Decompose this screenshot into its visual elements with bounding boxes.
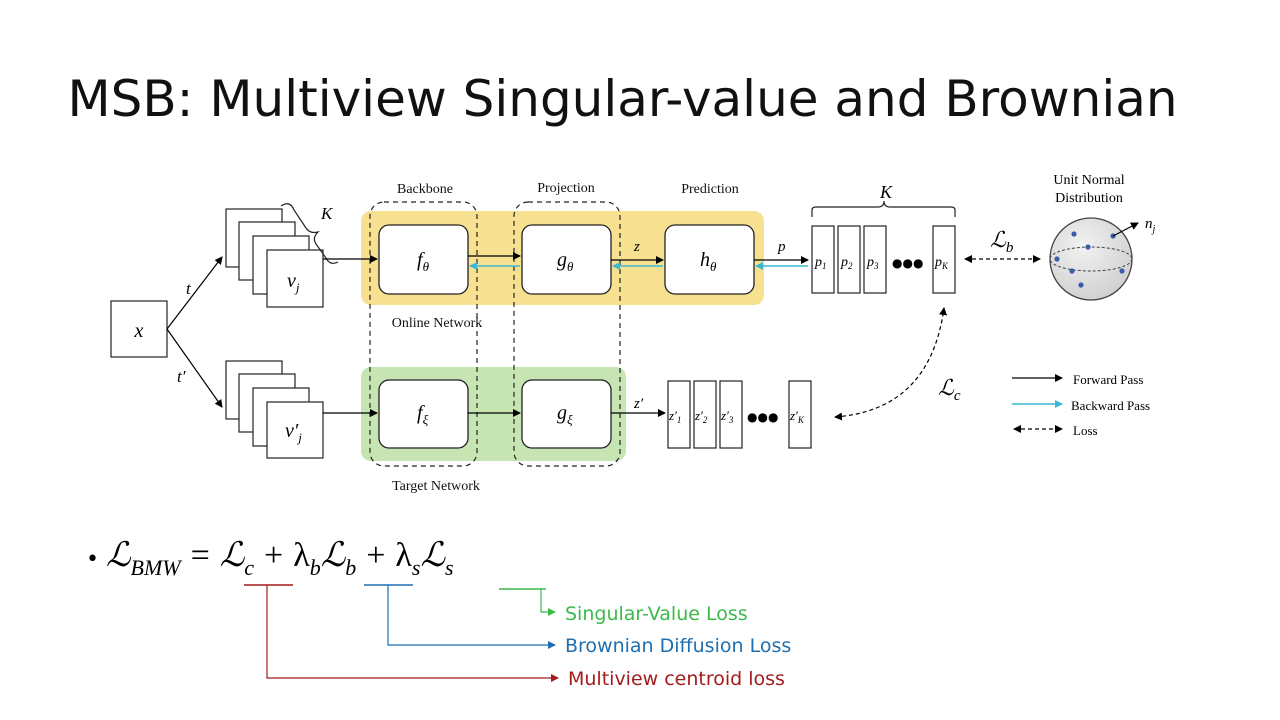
p-vector-3 (863, 225, 887, 294)
p-vector-3-label: p3 (866, 255, 879, 271)
sphere-title-line1: Unit Normal (1053, 173, 1124, 188)
z-vector-1 (667, 380, 691, 449)
brace-k-right-label: K (879, 182, 893, 202)
g-xi-label: gξ (557, 402, 573, 427)
unit-sphere (1049, 217, 1133, 301)
zp-label: z′ (633, 396, 644, 412)
slide-title: MSB: Multiview Singular-value and Browni… (67, 70, 1178, 128)
connector-singular (540, 589, 556, 616)
p-vector-1 (811, 225, 835, 294)
annotation-centroid: Multiview centroid loss (568, 668, 785, 690)
sphere-n-arrow (1112, 222, 1139, 237)
z-vector-k (788, 380, 812, 449)
backbone-frame (369, 201, 478, 467)
view-online-label: vj (287, 270, 300, 295)
p-vector-k-label: pK (934, 255, 949, 271)
aug-tp-arrow (166, 328, 223, 408)
loss-c-arrow (834, 307, 948, 421)
legend-backward-label: Backward Pass (1071, 398, 1150, 413)
section-backbone-label: Backbone (397, 182, 453, 197)
connector-centroid (266, 585, 559, 682)
target-network-label: Target Network (392, 479, 480, 494)
p-vector-2 (837, 225, 861, 294)
section-prediction-label: Prediction (681, 182, 739, 197)
sphere-title-line2: Distribution (1055, 191, 1123, 206)
connector-brownian (387, 585, 556, 649)
f-theta-block (378, 224, 469, 295)
sphere-n-label: nj (1145, 216, 1156, 235)
g-xi-block (521, 379, 612, 449)
p-ellipsis: ●●● (892, 256, 923, 270)
g-theta-label: gθ (557, 249, 574, 274)
aug-t-arrow (166, 256, 223, 330)
z-vector-group (667, 380, 812, 449)
aug-tp-label: t′ (177, 367, 186, 386)
online-network-label: Online Network (392, 316, 483, 331)
annotation-singular: Singular-Value Loss (565, 603, 748, 625)
f-xi-label: fξ (417, 402, 429, 427)
z-ellipsis: ●●● (747, 410, 778, 424)
legend-loss-label: Loss (1073, 423, 1098, 438)
loss-c-label: ℒc (938, 375, 961, 404)
z-vector-k-label: z′K (789, 408, 805, 425)
brace-k-left (280, 203, 339, 264)
equation-bullet: • (86, 547, 99, 572)
projection-frame (513, 201, 621, 467)
h-theta-label: hθ (700, 249, 717, 274)
view-target-label: v′j (285, 420, 302, 445)
equation-text: ℒBMW=ℒc+λbℒb+λsℒs (106, 537, 454, 580)
z-vector-3-label: z′3 (720, 408, 734, 425)
loss-b-label: ℒb (990, 227, 1014, 256)
section-projection-label: Projection (537, 181, 595, 196)
z-vector-2 (693, 380, 717, 449)
z-vector-1-label: z′1 (668, 408, 681, 425)
p-vector-1-label: p1 (814, 255, 827, 271)
annotation-brownian: Brownian Diffusion Loss (565, 635, 791, 657)
z-label: z (633, 239, 640, 255)
input-box (110, 300, 168, 358)
sphere-equator (1049, 246, 1133, 272)
f-xi-block (378, 379, 469, 449)
p-vector-group (811, 225, 956, 294)
p-vector-2-label: p2 (840, 255, 853, 271)
online-view-stack (225, 208, 324, 308)
aug-t-label: t (186, 279, 192, 298)
f-theta-label: fθ (417, 249, 430, 274)
z-vector-3 (719, 380, 743, 449)
brace-k-right (811, 200, 956, 217)
p-label: p (777, 239, 786, 255)
legend: Forward Pass Backward Pass Loss (1012, 372, 1150, 438)
brace-k-left-label: K (320, 204, 334, 223)
target-view-stack (225, 360, 324, 459)
loss-equation: • ℒBMW=ℒc+λbℒb+λsℒs (86, 537, 454, 580)
p-vector-k (932, 225, 956, 294)
z-vector-2-label: z′2 (694, 408, 708, 425)
input-label: x (134, 320, 144, 342)
legend-forward-label: Forward Pass (1073, 372, 1143, 387)
